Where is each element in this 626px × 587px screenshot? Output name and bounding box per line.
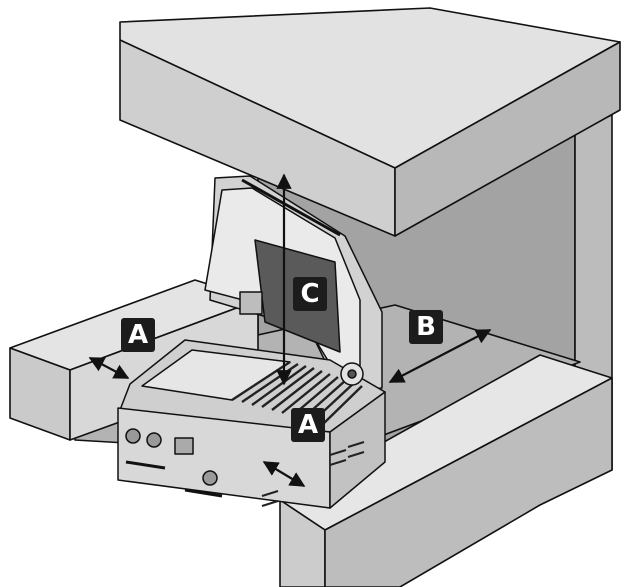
rear-arrow	[388, 329, 492, 383]
grill-right-side	[329, 391, 386, 509]
vent-slots	[261, 441, 365, 507]
drawer-handle-left	[125, 460, 166, 470]
ignition-panel	[174, 437, 194, 455]
drawer-handle-right	[184, 488, 223, 498]
label-a-left-text: A	[128, 320, 148, 350]
label-c-overhead-text: C	[300, 279, 319, 309]
front-side-arrow	[262, 461, 306, 487]
left-side-arrow	[88, 357, 130, 379]
label-a-front: A	[291, 408, 325, 442]
control-knob-1	[125, 428, 141, 444]
right-counter-front	[279, 499, 326, 587]
right-counter-side	[324, 377, 613, 587]
control-knob-3	[202, 470, 218, 486]
label-a-left: A	[121, 318, 155, 352]
control-knob-2	[146, 432, 162, 448]
label-c-overhead: C	[293, 277, 327, 311]
rotisserie-knob-center	[347, 369, 357, 379]
label-a-front-text: A	[298, 410, 318, 440]
overhead-side	[394, 41, 621, 237]
lid-hinge-left	[239, 291, 263, 315]
clearance-arrows	[88, 173, 492, 487]
label-b-rear-text: B	[416, 312, 436, 342]
grill-grates	[231, 360, 363, 426]
label-b-rear: B	[409, 310, 443, 344]
